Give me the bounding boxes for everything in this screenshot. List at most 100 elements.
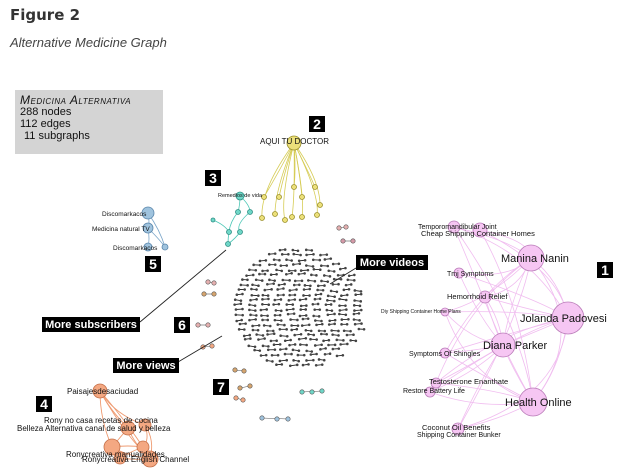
isolated-node[interactable] xyxy=(359,300,363,303)
isolated-node[interactable] xyxy=(331,262,335,266)
isolated-node[interactable] xyxy=(261,269,264,273)
isolated-node[interactable] xyxy=(316,302,320,306)
isolated-node[interactable] xyxy=(243,328,246,331)
isolated-node[interactable] xyxy=(344,313,348,317)
isolated-node[interactable] xyxy=(298,262,302,266)
isolated-node[interactable] xyxy=(292,252,296,256)
isolated-node[interactable] xyxy=(327,323,331,326)
isolated-node[interactable] xyxy=(257,324,261,327)
isolated-node[interactable] xyxy=(280,253,284,256)
isolated-node[interactable] xyxy=(323,352,327,356)
isolated-node[interactable] xyxy=(328,352,332,356)
isolated-node[interactable] xyxy=(289,338,292,342)
isolated-node[interactable] xyxy=(279,264,283,267)
isolated-node[interactable] xyxy=(237,288,241,291)
isolated-node[interactable] xyxy=(274,309,278,312)
isolated-node[interactable] xyxy=(283,339,287,343)
isolated-node[interactable] xyxy=(254,268,258,272)
isolated-node[interactable] xyxy=(318,297,322,301)
isolated-node[interactable] xyxy=(330,309,334,312)
isolated-node[interactable] xyxy=(320,322,324,326)
node-small[interactable] xyxy=(336,225,342,231)
isolated-node[interactable] xyxy=(292,307,295,311)
isolated-node[interactable] xyxy=(271,360,274,363)
isolated-node[interactable] xyxy=(283,323,286,327)
isolated-node[interactable] xyxy=(290,352,293,356)
isolated-node[interactable] xyxy=(288,289,292,292)
isolated-node[interactable] xyxy=(336,273,340,277)
isolated-node[interactable] xyxy=(303,284,307,287)
isolated-node[interactable] xyxy=(335,338,339,342)
isolated-node[interactable] xyxy=(319,253,322,257)
isolated-node[interactable] xyxy=(322,274,326,277)
isolated-node[interactable] xyxy=(285,358,289,362)
isolated-node[interactable] xyxy=(235,293,239,297)
isolated-node[interactable] xyxy=(305,343,308,347)
isolated-node[interactable] xyxy=(317,329,321,333)
isolated-node[interactable] xyxy=(255,298,258,301)
node-diy-container[interactable] xyxy=(440,307,450,317)
isolated-node[interactable] xyxy=(331,333,334,336)
isolated-node[interactable] xyxy=(319,292,323,296)
isolated-node[interactable] xyxy=(264,353,268,357)
isolated-node[interactable] xyxy=(300,324,304,327)
isolated-node[interactable] xyxy=(311,265,315,268)
isolated-node[interactable] xyxy=(322,339,325,343)
isolated-node[interactable] xyxy=(289,318,292,321)
isolated-node[interactable] xyxy=(333,343,337,347)
node-teal[interactable] xyxy=(225,241,231,247)
isolated-node[interactable] xyxy=(353,273,356,277)
node-english-channel[interactable] xyxy=(136,440,150,454)
isolated-node[interactable] xyxy=(328,275,332,278)
node-jolanda-padovesi[interactable] xyxy=(551,301,585,335)
node-small[interactable] xyxy=(232,367,238,373)
node-small[interactable] xyxy=(237,385,243,391)
isolated-node[interactable] xyxy=(266,294,270,297)
node-manina-nanin[interactable] xyxy=(517,244,545,272)
node-temporomandibular[interactable] xyxy=(447,220,461,234)
isolated-node[interactable] xyxy=(273,263,277,266)
isolated-node[interactable] xyxy=(272,332,276,335)
isolated-node[interactable] xyxy=(300,279,304,283)
isolated-node[interactable] xyxy=(268,263,271,266)
isolated-node[interactable] xyxy=(285,328,288,331)
isolated-node[interactable] xyxy=(293,343,297,346)
isolated-node[interactable] xyxy=(329,303,333,306)
isolated-node[interactable] xyxy=(288,279,291,282)
isolated-node[interactable] xyxy=(344,304,347,307)
isolated-node[interactable] xyxy=(250,293,254,297)
node-battery[interactable] xyxy=(424,386,436,398)
isolated-node[interactable] xyxy=(338,267,342,271)
isolated-node[interactable] xyxy=(330,329,333,332)
isolated-node[interactable] xyxy=(338,304,341,307)
isolated-node[interactable] xyxy=(285,272,288,276)
isolated-node[interactable] xyxy=(324,347,327,350)
isolated-node[interactable] xyxy=(318,268,322,272)
isolated-node[interactable] xyxy=(288,343,291,347)
isolated-node[interactable] xyxy=(291,248,295,252)
isolated-node[interactable] xyxy=(294,269,297,272)
isolated-node[interactable] xyxy=(285,303,289,306)
isolated-node[interactable] xyxy=(249,313,252,317)
isolated-node[interactable] xyxy=(310,249,314,252)
isolated-node[interactable] xyxy=(295,288,298,291)
isolated-node[interactable] xyxy=(307,363,310,366)
isolated-node[interactable] xyxy=(326,313,330,317)
isolated-node[interactable] xyxy=(292,283,296,287)
node-small[interactable] xyxy=(274,416,280,422)
node-tmj-symptoms[interactable] xyxy=(453,267,465,279)
isolated-node[interactable] xyxy=(354,293,357,296)
node-small[interactable] xyxy=(205,322,211,328)
isolated-node[interactable] xyxy=(278,359,282,363)
node-ronycreativa[interactable] xyxy=(103,438,121,456)
isolated-node[interactable] xyxy=(290,328,293,332)
isolated-node[interactable] xyxy=(315,352,318,356)
node-testosterone[interactable] xyxy=(430,377,442,389)
isolated-node[interactable] xyxy=(358,304,362,308)
isolated-node[interactable] xyxy=(251,283,254,287)
isolated-node[interactable] xyxy=(328,319,331,323)
isolated-node[interactable] xyxy=(239,302,243,306)
isolated-node[interactable] xyxy=(349,283,353,286)
isolated-node[interactable] xyxy=(268,278,271,282)
isolated-node[interactable] xyxy=(287,299,291,302)
